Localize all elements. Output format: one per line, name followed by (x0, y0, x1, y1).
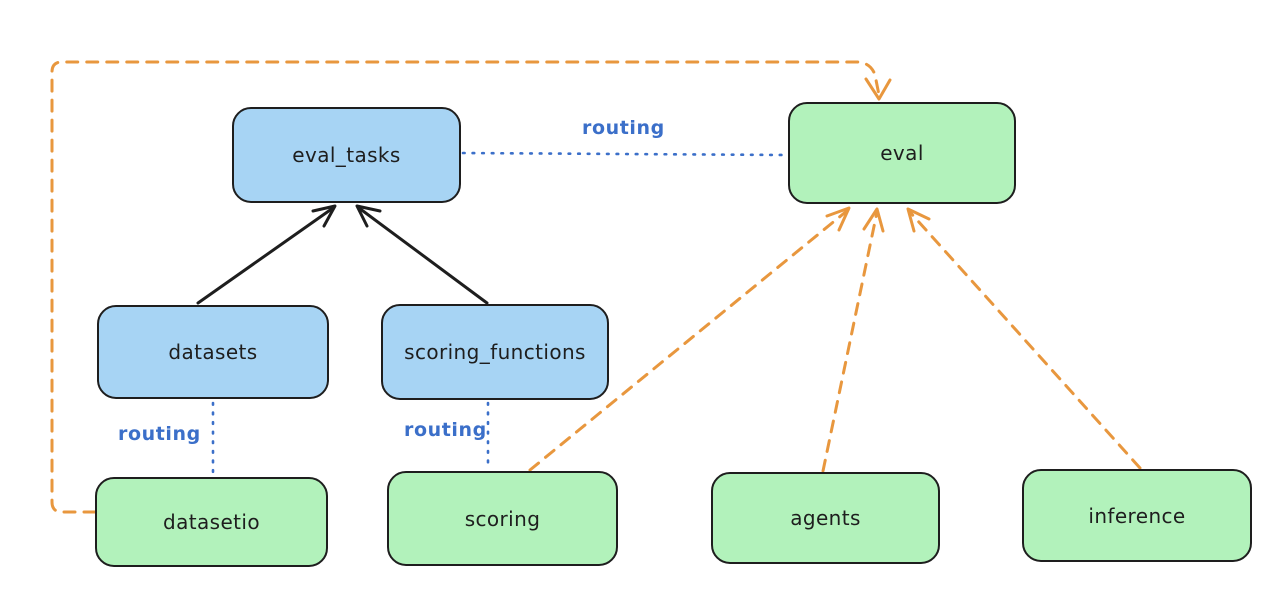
edge-scoring-to-eval (528, 208, 850, 472)
edge-datasetio-to-eval (50, 60, 881, 514)
edge-datasetio-to-eval-arrowhead (864, 77, 892, 101)
node-datasetio: datasetio (95, 477, 328, 567)
edge-inference-to-eval-arrowhead (906, 207, 931, 233)
node-agents: agents (711, 472, 940, 564)
node-datasetio-label: datasetio (162, 510, 260, 534)
node-inference-label: inference (1088, 503, 1186, 528)
node-eval-label: eval (880, 141, 924, 165)
edge-datasets-to-eval_tasks-arrowhead (311, 204, 337, 228)
edge-scoring-to-eval-arrowhead (825, 206, 851, 232)
edge-label-routing-scoring_functions-scoring: routing (404, 419, 487, 441)
node-datasets: datasets (97, 305, 329, 399)
edge-scoring_functions-to-eval_tasks (357, 206, 489, 305)
node-agents-label: agents (790, 506, 861, 530)
edge-agents-to-eval-arrowhead (862, 207, 885, 233)
edge-label-routing-eval_tasks-eval: routing (582, 117, 665, 139)
node-scoring: scoring (387, 471, 618, 566)
edge-scoring_functions-to-eval_tasks-arrowhead (355, 204, 382, 228)
node-eval: eval (788, 102, 1016, 204)
node-eval_tasks: eval_tasks (232, 107, 461, 203)
edge-datasets-to-eval_tasks (196, 206, 335, 305)
node-scoring-label: scoring (464, 506, 541, 531)
node-eval_tasks-label: eval_tasks (292, 143, 401, 167)
node-scoring_functions: scoring_functions (381, 304, 609, 400)
edge-agents-to-eval (821, 210, 879, 473)
node-scoring_functions-label: scoring_functions (404, 340, 586, 364)
node-inference: inference (1022, 469, 1252, 562)
edge-eval_tasks-to-eval-routing (461, 151, 788, 157)
edge-inference-to-eval (907, 209, 1142, 470)
edge-label-routing-datasets-datasetio: routing (118, 423, 201, 445)
node-datasets-label: datasets (168, 340, 258, 364)
